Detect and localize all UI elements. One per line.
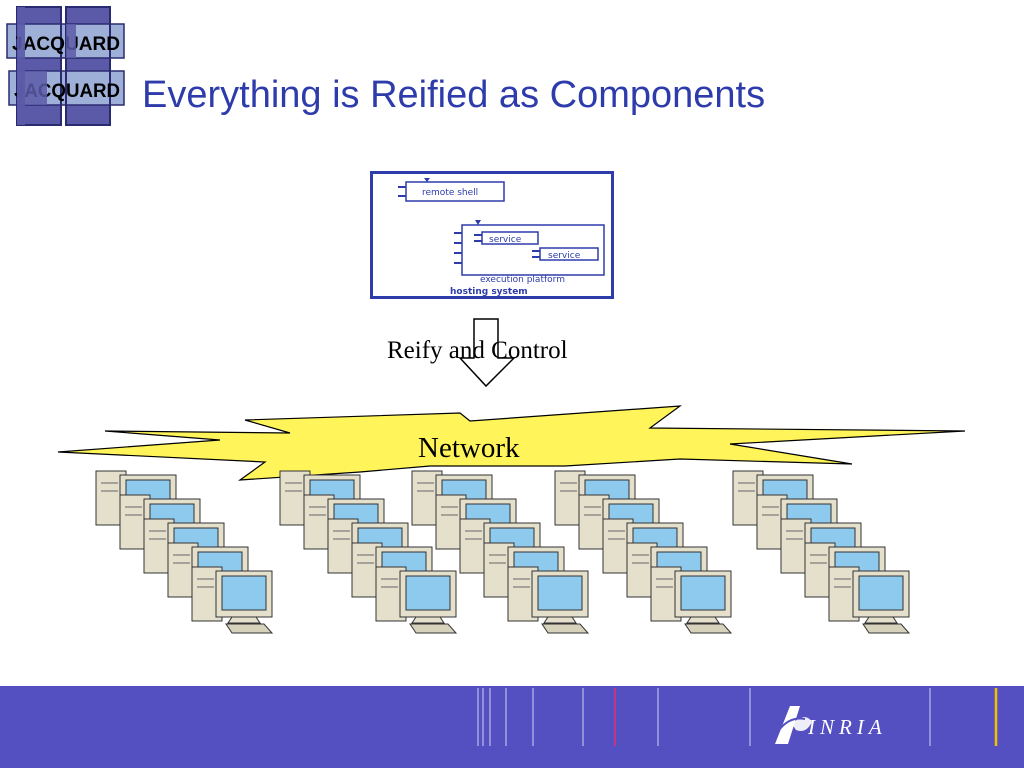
computer-cluster: [95, 470, 911, 634]
jacquard-logo: JACQUARD JACQUARD: [6, 6, 125, 126]
computer-icon: [828, 566, 911, 634]
computer-icon: [650, 566, 733, 634]
remote-shell-box: [405, 181, 505, 202]
computer-icon: [507, 566, 590, 634]
service-box-2: [539, 247, 599, 261]
service-label-1: service: [489, 235, 522, 245]
footer-decoration: [477, 688, 998, 746]
footer-bar: [0, 686, 1024, 768]
computer-icon: [191, 566, 274, 634]
network-label: Network: [418, 432, 520, 464]
remote-shell-label: remote shell: [422, 188, 478, 198]
hosting-system-label: hosting system: [450, 287, 528, 297]
reify-control-label: Reify and Control: [387, 337, 568, 364]
component-diagram: remote shell execution platform service …: [370, 171, 614, 299]
page-title: Everything is Reified as Components: [142, 74, 766, 116]
network-burst-shape: [57, 405, 966, 481]
inria-emblem-icon: [775, 706, 812, 744]
computer-icon: [375, 566, 458, 634]
inria-brand-text: INRIA: [808, 715, 887, 739]
reify-down-arrow-icon: [458, 318, 516, 388]
service-label-2: service: [548, 251, 581, 261]
execution-platform-label: execution platform: [480, 275, 565, 285]
service-box-1: [481, 231, 539, 245]
